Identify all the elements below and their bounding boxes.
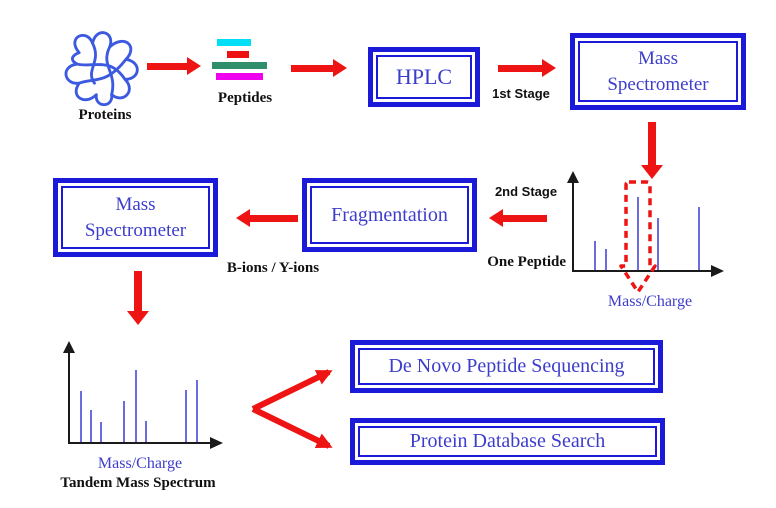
arrow-shaft: [147, 62, 187, 70]
protein-tangle-icon: [64, 31, 139, 107]
fork-arrows-icon: [251, 369, 333, 449]
arrow-head-icon: [542, 59, 556, 77]
spectrum-peak: [196, 380, 198, 442]
hplc-box-label: HPLC: [395, 64, 453, 89]
arrow-ms-to-tandem-spectrum: [127, 271, 149, 325]
spectrum-peak: [123, 401, 125, 442]
one-peptide-spectrum: [558, 171, 735, 294]
spectrum-peak: [145, 421, 147, 442]
b-ions-y-ions-label: B-ions / Y-ions: [226, 260, 320, 276]
arrow-head-icon: [236, 209, 250, 227]
de-novo-sequencing-label: De Novo Peptide Sequencing: [388, 355, 625, 377]
mass-spectrometer-line2: Spectrometer: [607, 73, 709, 95]
mass-charge-label-2: Mass/Charge: [97, 455, 183, 472]
arrow-shaft: [503, 214, 547, 222]
arrow-shaft: [291, 64, 333, 72]
y-axis: [68, 352, 70, 444]
selected-peak-dashed-arrow-icon: [619, 180, 657, 294]
spectrum-peak: [605, 249, 607, 270]
peptide-bar-teal: [212, 62, 267, 69]
proteins-label: Proteins: [78, 107, 132, 123]
arrow-head-icon: [127, 311, 149, 325]
peptide-bar-cyan: [217, 39, 251, 46]
mass-spectrometer-box-1: Mass Spectrometer: [570, 33, 746, 110]
arrow-shaft: [648, 122, 656, 165]
protein-database-search-label: Protein Database Search: [409, 430, 606, 452]
mass-spectrometer-line1: Mass: [115, 193, 156, 215]
mass-spectrometer-box-2: Mass Spectrometer: [53, 178, 218, 257]
de-novo-sequencing-box: De Novo Peptide Sequencing: [350, 340, 663, 393]
spectrum-peak: [594, 241, 596, 270]
x-axis-arrow-icon: [210, 437, 223, 449]
peptide-bar-red: [227, 51, 249, 58]
arrow-fragmentation-to-ms: [236, 209, 298, 227]
stage1-label: 1st Stage: [492, 86, 550, 101]
arrow-head-icon: [187, 57, 201, 75]
mass-spectrometer-line1: Mass: [637, 47, 679, 69]
arrow-shaft: [250, 214, 298, 222]
hplc-box: HPLC: [368, 47, 480, 107]
y-axis: [572, 182, 574, 272]
tandem-mass-spectrum-label: Tandem Mass Spectrum: [60, 475, 216, 491]
arrow-peptides-to-hplc: [291, 59, 347, 77]
y-axis-arrow-icon: [63, 341, 75, 353]
spectrum-peak: [657, 218, 659, 270]
one-peptide-label: One Peptide: [487, 254, 566, 270]
spectrum-peak: [135, 370, 137, 442]
peptides-label: Peptides: [217, 90, 273, 106]
spectrum-peak: [90, 410, 92, 442]
mass-charge-label-1: Mass/Charge: [607, 293, 693, 310]
protein-database-search-box: Protein Database Search: [350, 418, 665, 465]
arrow-hplc-to-ms: [498, 59, 556, 77]
spectrum-peak: [698, 207, 700, 270]
arrow-proteins-to-peptides: [147, 57, 201, 75]
peptide-bars-icon: [205, 36, 285, 86]
arrow-head-icon: [333, 59, 347, 77]
arrow-shaft: [134, 271, 142, 311]
fragmentation-box-label: Fragmentation: [331, 203, 448, 226]
mass-spectrometer-line2: Spectrometer: [84, 219, 187, 241]
arrow-head-icon: [489, 209, 503, 227]
arrow-ms-to-spectrum: [641, 122, 663, 179]
x-axis: [68, 442, 210, 444]
x-axis: [572, 270, 711, 272]
spectrum-peak: [185, 390, 187, 442]
arrow-spectrum-to-fragmentation: [489, 209, 547, 227]
spectrum-peak: [637, 197, 639, 270]
spectrum-peak: [100, 422, 102, 442]
arrow-shaft: [498, 64, 542, 72]
x-axis-arrow-icon: [711, 265, 724, 277]
tandem-mass-spectrum: [54, 341, 234, 449]
fragmentation-box: Fragmentation: [302, 178, 477, 252]
spectrum-peak: [80, 391, 82, 442]
arrow-head-icon: [641, 165, 663, 179]
y-axis-arrow-icon: [567, 171, 579, 183]
stage2-label: 2nd Stage: [494, 184, 558, 199]
peptide-bar-magenta: [216, 73, 263, 80]
